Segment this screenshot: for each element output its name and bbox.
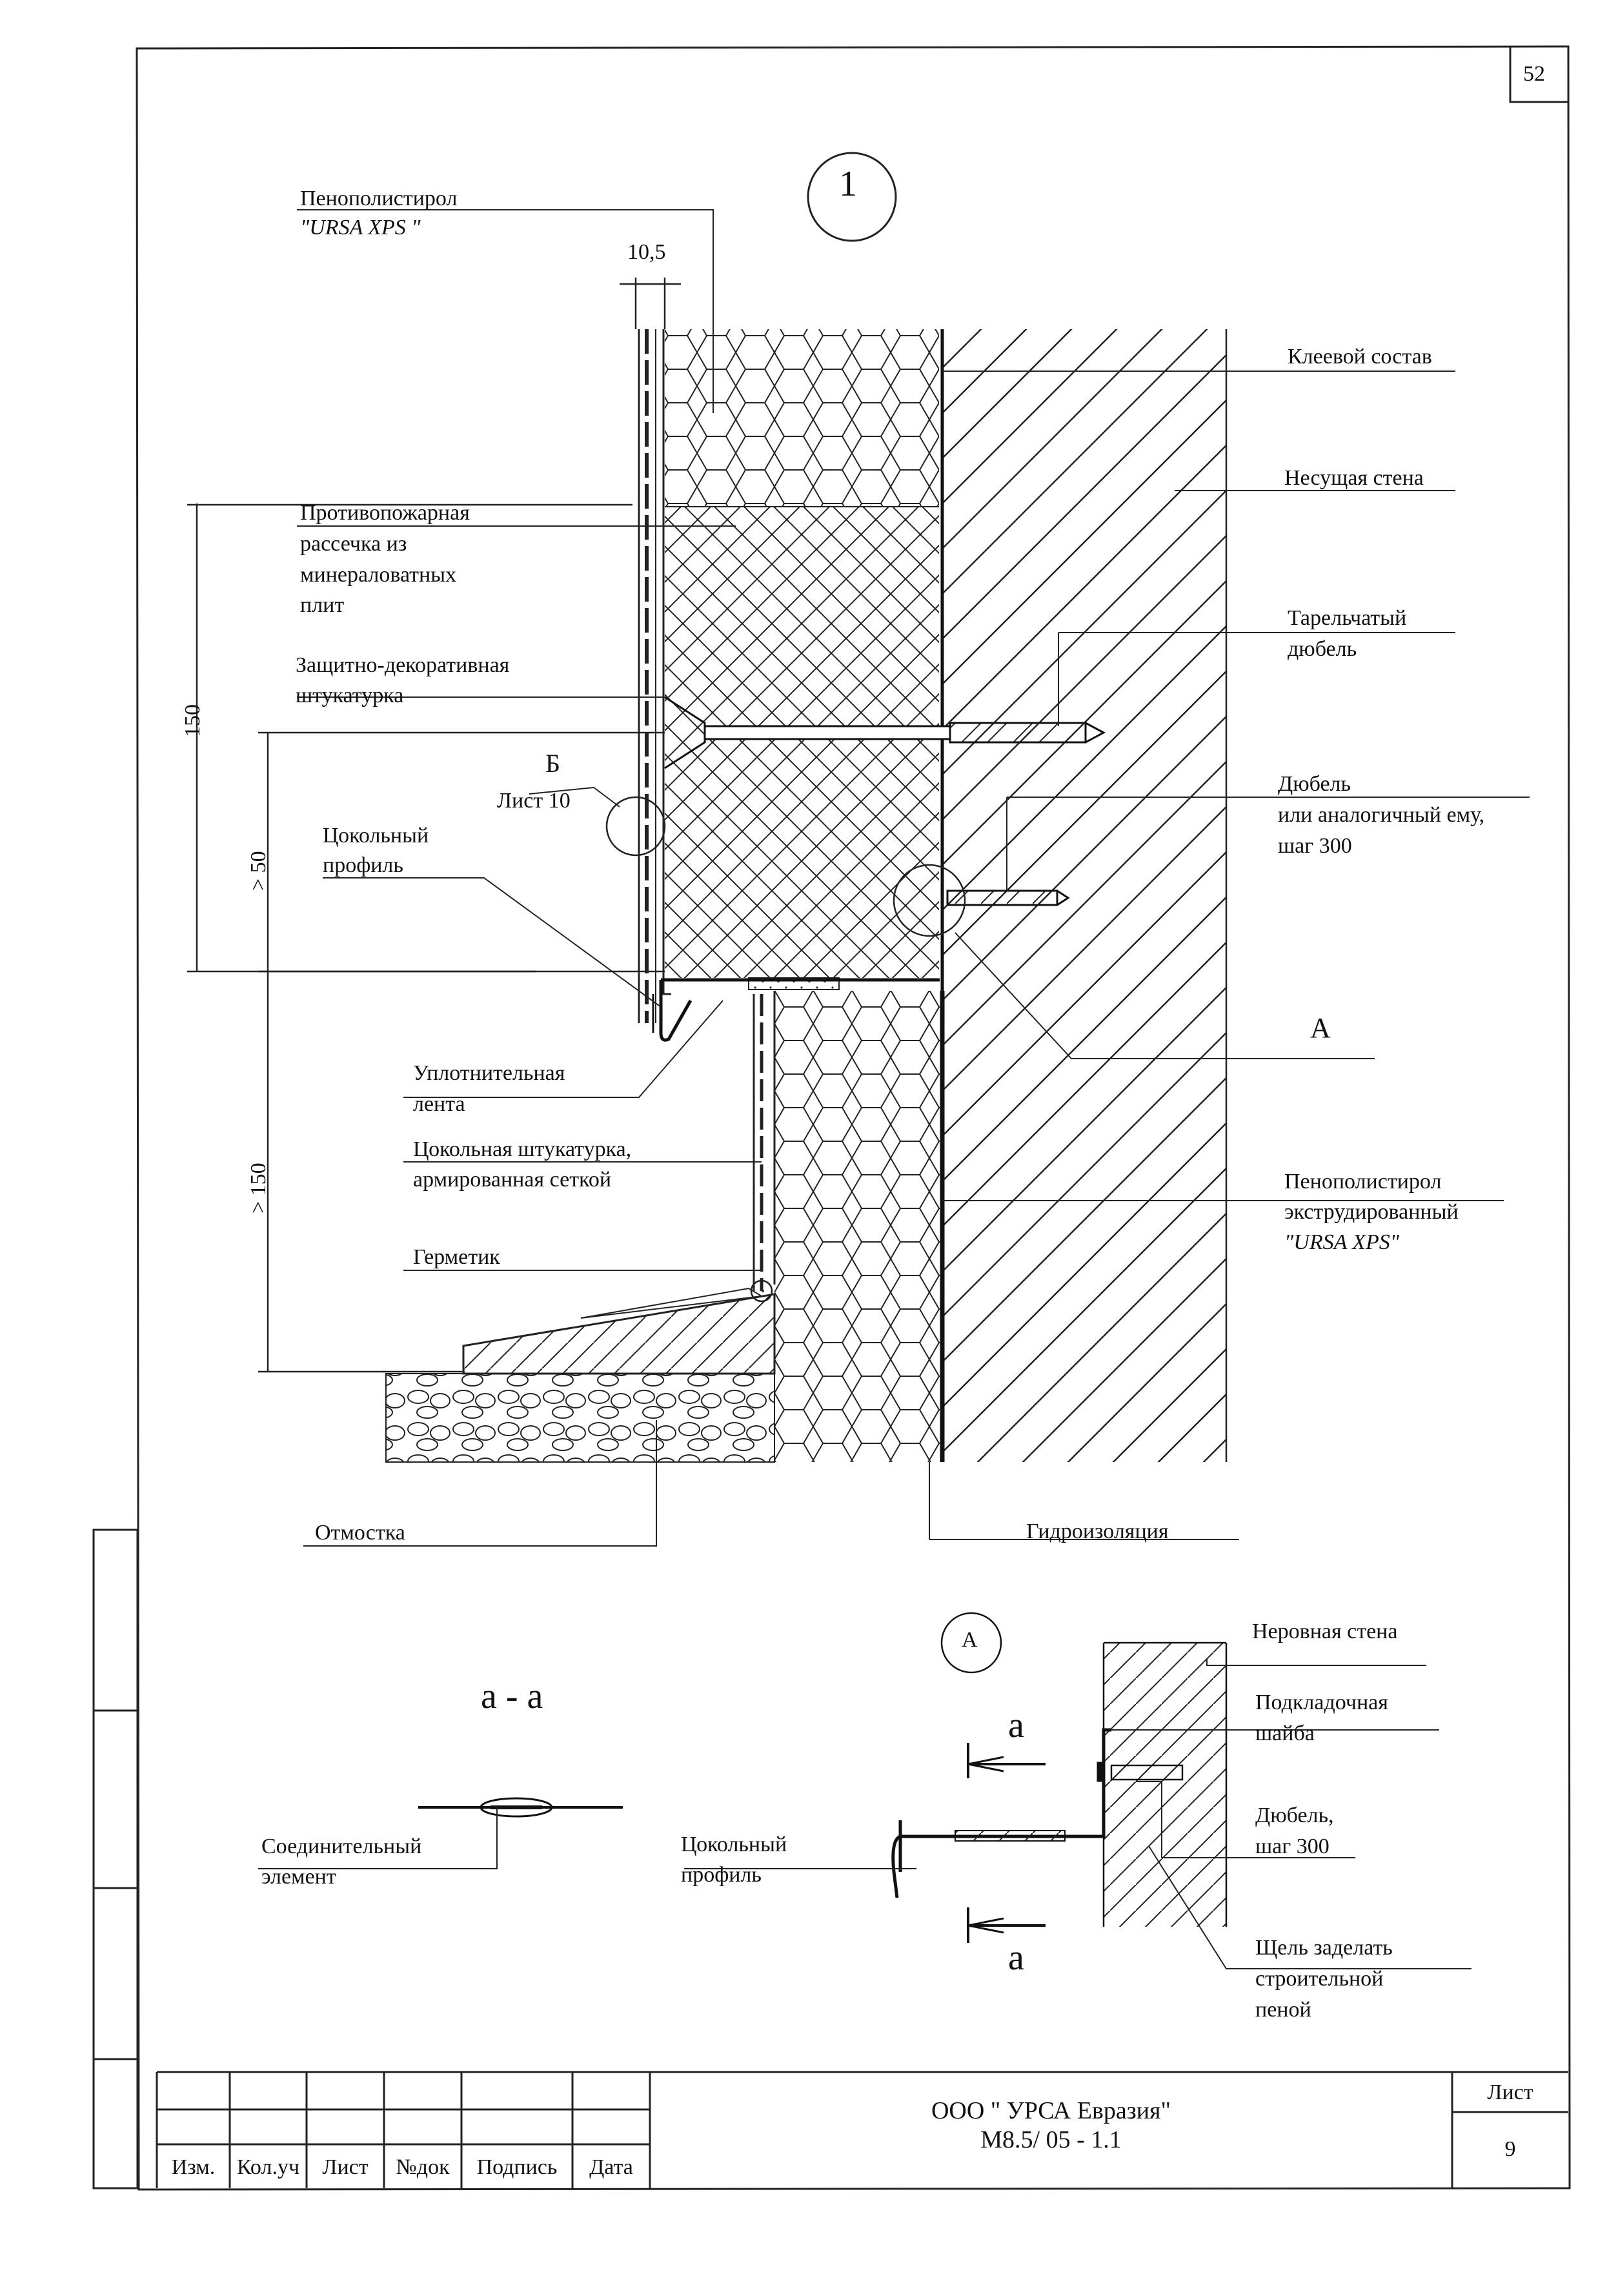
label-gap-2: строительной — [1255, 1967, 1384, 1991]
label-xps-1: Пенополистирол — [1284, 1170, 1442, 1194]
label-plaster-1: Защитно-декоративная — [296, 653, 510, 677]
col-date: Дата — [589, 2155, 633, 2179]
label-waterproofing: Гидроизоляция — [1026, 1519, 1169, 1543]
col-count: Кол.уч — [236, 2155, 300, 2179]
label-eps-top-brand: "URSA XPS " — [300, 216, 421, 239]
section-arrow-bottom: а — [1008, 1938, 1024, 1978]
label-a-dowel-2: шаг 300 — [1255, 1834, 1330, 1858]
label-seal-tape-1: Уплотнительная — [413, 1061, 565, 1085]
sheet-number: 9 — [1504, 2137, 1516, 2161]
wall-section — [385, 329, 1228, 1463]
section-a-a-title: а - а — [481, 1676, 543, 1716]
sheet-label: Лист — [1487, 2080, 1533, 2104]
label-eps-top: Пенополистирол — [300, 187, 458, 210]
label-plinth-2: профиль — [323, 853, 403, 877]
label-plinth-plaster-2: армированная сеткой — [413, 1168, 612, 1192]
dim-150: 150 — [181, 704, 205, 737]
label-blind-area: Отмостка — [315, 1521, 405, 1545]
label-fire-4: плит — [300, 593, 345, 617]
plinth-profile — [652, 978, 940, 1042]
sheet-frame — [92, 45, 1571, 2191]
label-dowel-2: или аналогичный ему, — [1278, 803, 1485, 827]
detail-a — [418, 1612, 1228, 1943]
label-uneven-wall: Неровная стена — [1252, 1620, 1398, 1643]
detail-marker-circle — [807, 152, 897, 242]
label-washer-2: шайба — [1255, 1722, 1315, 1745]
leaders — [297, 209, 1530, 1547]
plinth-plaster — [753, 994, 764, 1291]
label-sealant: Герметик — [413, 1245, 500, 1269]
label-bearing-wall: Несущая стена — [1284, 466, 1424, 490]
small-dowel — [946, 889, 1070, 906]
dim-top: 10,5 — [627, 240, 666, 264]
label-gap-1: Щель заделать — [1255, 1936, 1393, 1960]
sheet-corner-number: 52 — [1523, 62, 1545, 86]
label-connector-1: Соединительный — [261, 1834, 422, 1858]
col-change: Изм. — [171, 2155, 216, 2179]
dim-50: > 50 — [247, 851, 270, 891]
gravel-base — [385, 1373, 775, 1463]
label-fire-3: минераловатных — [300, 563, 457, 587]
xps-plinth — [774, 991, 941, 1462]
label-connector-2: элемент — [261, 1865, 336, 1889]
dimensions — [187, 278, 681, 1373]
label-ref-a: А — [1310, 1012, 1331, 1044]
label-fire-2: рассечка из — [300, 532, 407, 556]
section-arrow-top: а — [1008, 1705, 1024, 1745]
label-a-plinth-1: Цокольный — [681, 1833, 787, 1856]
dim-150b: > 150 — [247, 1163, 270, 1214]
label-a-plinth-2: профиль — [681, 1863, 762, 1887]
label-xps-2: экструдированный — [1284, 1200, 1459, 1224]
col-sheet: Лист — [322, 2155, 369, 2179]
label-seal-tape-2: лента — [413, 1092, 465, 1116]
detail-a-leaders — [258, 1659, 1472, 1969]
label-glue: Клеевой состав — [1288, 345, 1432, 369]
outer-plaster — [638, 329, 671, 1023]
col-signature: Подпись — [476, 2155, 558, 2179]
company-name: ООО " УРСА Евразия" — [931, 2097, 1171, 2124]
label-disc-dowel-2: дюбель — [1288, 637, 1357, 661]
label-dowel-3: шаг 300 — [1278, 834, 1352, 858]
detail-a-marker: А — [962, 1628, 978, 1652]
label-gap-3: пеной — [1255, 1998, 1311, 2022]
document-code: М8.5/ 05 - 1.1 — [980, 2126, 1122, 2153]
label-fire-1: Противопожарная — [300, 501, 470, 525]
title-block — [156, 2071, 1568, 2188]
label-plaster-2: штукатурка — [296, 684, 404, 707]
detail-marker-label: 1 — [839, 164, 857, 204]
col-doc-number: №док — [396, 2155, 450, 2179]
disc-dowel — [664, 696, 1106, 769]
label-dowel-1: Дюбель — [1278, 772, 1351, 796]
callout-a-circle — [893, 864, 966, 937]
eps-top — [665, 329, 939, 507]
label-plinth-plaster-1: Цокольная штукатурка, — [413, 1137, 632, 1161]
label-disc-dowel-1: Тарельчатый — [1288, 606, 1407, 630]
label-xps-3: "URSA XPS" — [1284, 1230, 1400, 1254]
callout-b-circle — [605, 796, 666, 857]
label-a-dowel-1: Дюбель, — [1255, 1803, 1334, 1827]
label-washer-1: Подкладочная — [1255, 1691, 1388, 1714]
label-plinth-1: Цокольный — [323, 824, 429, 848]
label-ref-b: Б — [545, 749, 560, 778]
label-ref-b-sheet: Лист 10 — [497, 789, 571, 813]
blind-area-slab — [462, 1293, 776, 1375]
mineral-wool — [665, 507, 939, 978]
